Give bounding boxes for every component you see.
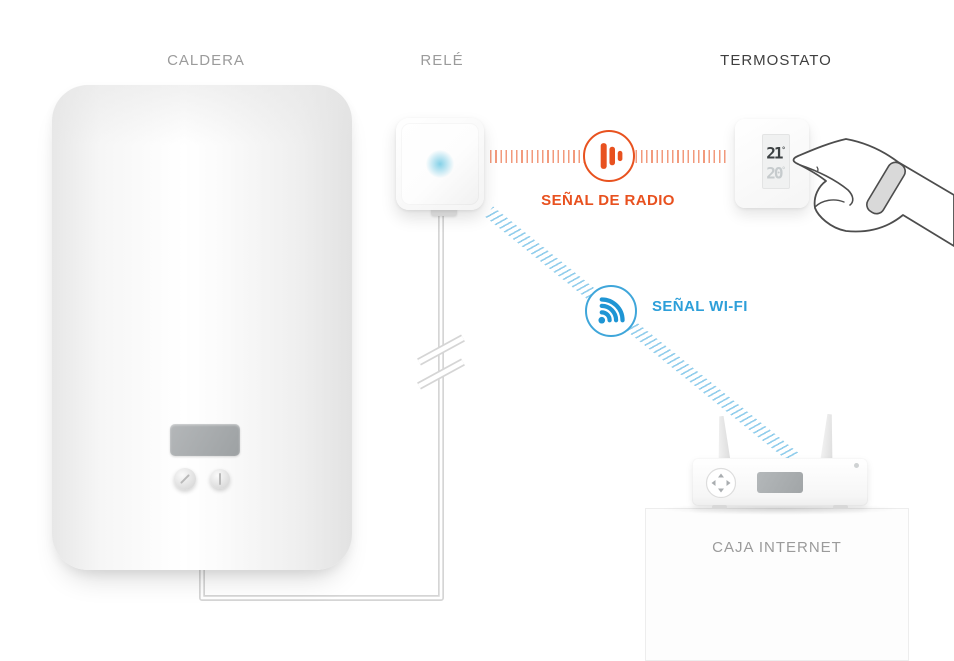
cable-break-icon <box>417 334 465 390</box>
relay-label: RELÉ <box>420 52 464 69</box>
wifi-signal-label: SEÑAL WI-FI <box>652 298 748 315</box>
boiler-label: CALDERA <box>167 52 245 69</box>
relay-cable-connector <box>431 208 457 216</box>
wifi-waves-icon <box>598 297 625 324</box>
thermostat-current-temperature: 20° <box>766 162 786 182</box>
router-status-led <box>854 463 859 468</box>
radio-signal-bars-icon <box>600 143 623 169</box>
boiler-knob-right[interactable] <box>210 469 230 489</box>
relay-device <box>396 118 484 210</box>
pointing-hand-illustration <box>792 138 954 247</box>
knob-indicator <box>180 474 190 484</box>
router-foot <box>712 505 727 509</box>
wifi-signal-icon <box>585 285 637 337</box>
internet-box: CAJA INTERNET <box>645 508 909 661</box>
router-foot <box>833 505 848 509</box>
boiler-display <box>170 424 240 456</box>
router-dpad-icon[interactable] <box>705 467 737 499</box>
thermostat-screen: 21° 20° <box>762 134 790 189</box>
wristband <box>866 161 906 215</box>
radio-signal-label: SEÑAL DE RADIO <box>541 192 675 209</box>
thermostat-label: TERMOSTATO <box>720 52 832 69</box>
router-display <box>757 472 803 493</box>
radio-signal-icon <box>583 130 635 182</box>
router-device <box>692 458 868 509</box>
knob-indicator <box>219 473 221 485</box>
boiler-device <box>52 85 352 570</box>
boiler-knob-left[interactable] <box>174 468 196 490</box>
internet-box-label: CAJA INTERNET <box>712 539 842 556</box>
thermostat-target-temperature: 21° <box>766 143 786 163</box>
relay-status-light <box>426 150 454 178</box>
